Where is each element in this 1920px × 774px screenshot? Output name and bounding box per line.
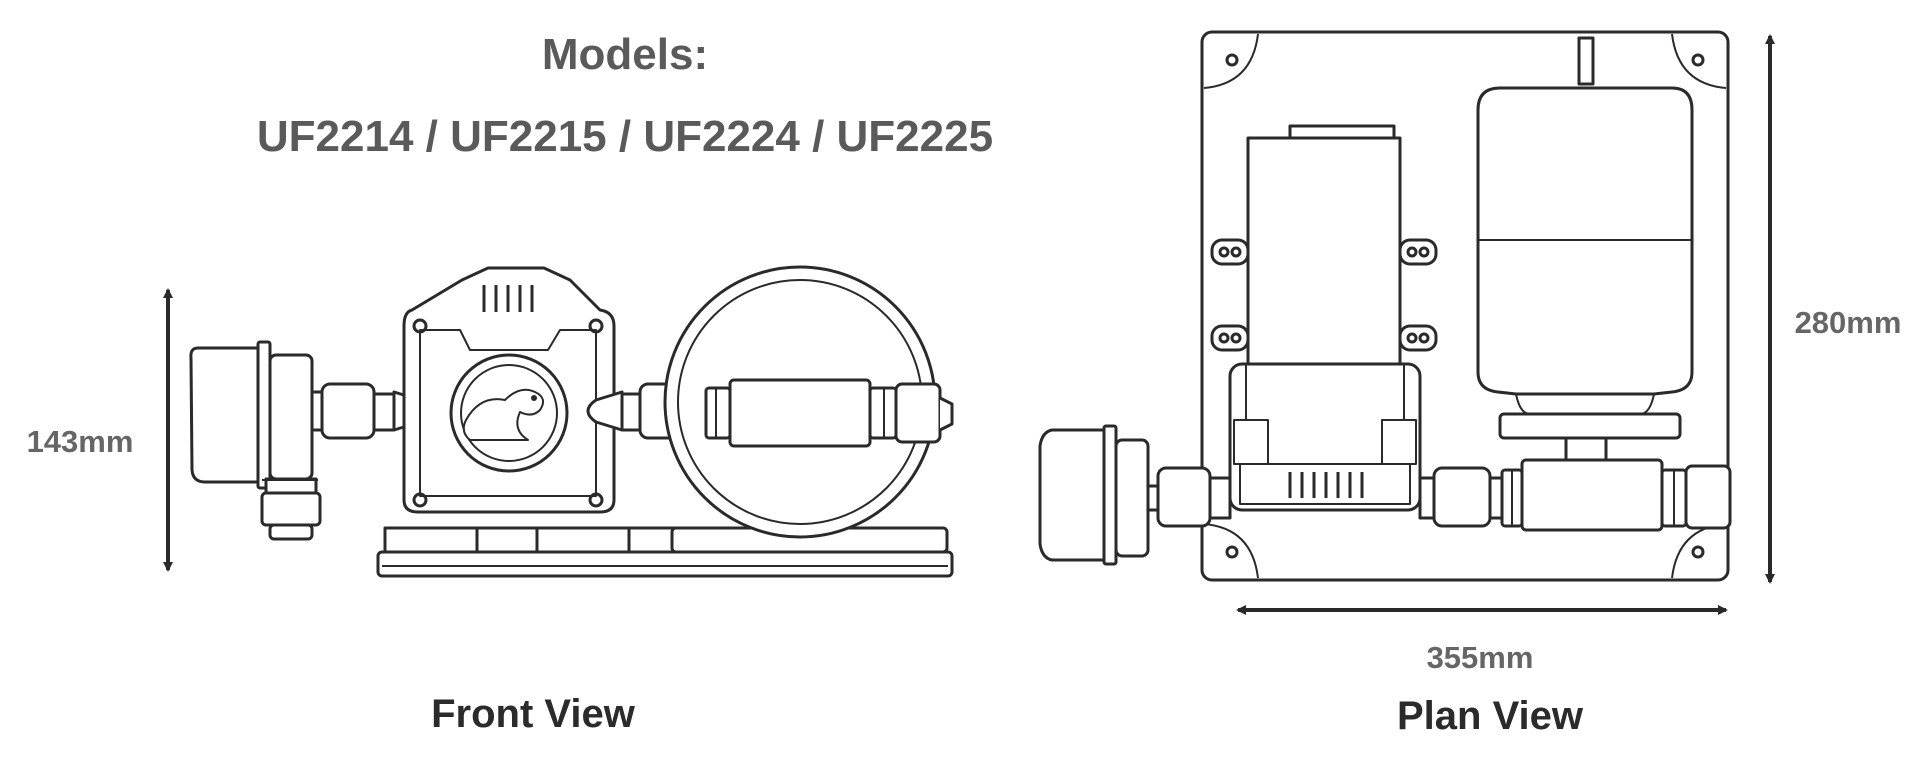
front-height-dimension: 143mm (26, 424, 134, 459)
plan-pressure-switch (1038, 424, 1232, 566)
plan-view-drawing (1038, 30, 1775, 615)
plan-pressure-tank (1476, 36, 1694, 462)
plan-width-dimension: 355mm (1426, 640, 1534, 675)
front-pump-head (402, 266, 616, 514)
models-heading: Models: (541, 30, 709, 79)
plan-view-caption: Plan View (1396, 694, 1583, 738)
front-view-caption: Front View (431, 692, 635, 736)
plan-motor (1210, 124, 1438, 366)
front-filter (704, 378, 954, 448)
front-pressure-switch (189, 340, 322, 541)
plan-right-plumbing (1418, 458, 1732, 532)
plan-pump-body (1228, 362, 1422, 512)
front-view-drawing (163, 265, 954, 578)
front-base-plate (376, 526, 954, 578)
plan-height-dimension: 280mm (1794, 305, 1902, 340)
model-numbers: UF2214 / UF2215 / UF2224 / UF2225 (256, 112, 994, 161)
